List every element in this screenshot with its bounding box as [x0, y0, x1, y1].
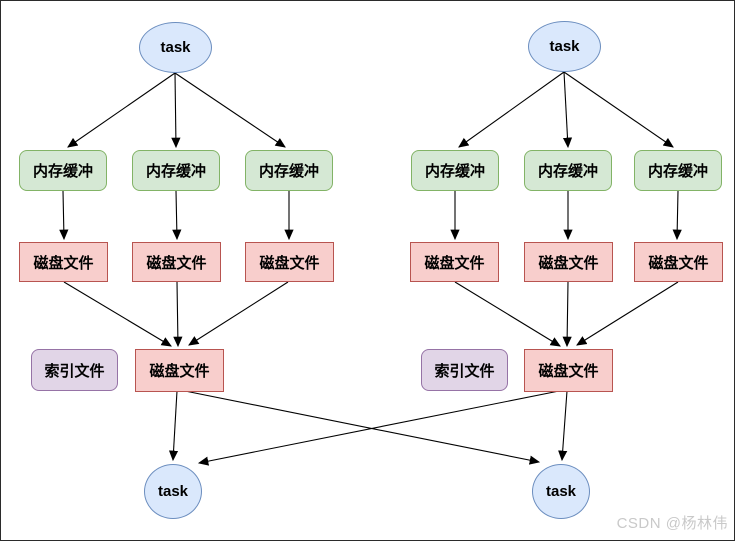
right-index-file-node: 索引文件 [421, 349, 508, 391]
arrow-left-disk-1-to-merged [63, 281, 172, 347]
right-task-bottom-node: task [532, 464, 590, 519]
arrow-left-task-to-buffer-1 [67, 72, 176, 148]
left-disk-file-node-1: 磁盘文件 [19, 242, 108, 282]
arrow-left-disk-2-to-merged [173, 281, 183, 348]
left-task-bottom-node: task [144, 464, 202, 519]
arrow-left-disk-3-to-merged [188, 281, 289, 346]
arrow-right-task-to-buffer-1 [458, 71, 565, 148]
left-memory-buffer-node-2: 内存缓冲 [132, 150, 220, 191]
right-memory-buffer-node-1: 内存缓冲 [411, 150, 499, 191]
csdn-watermark: CSDN @杨林伟 [616, 515, 728, 532]
arrow-right-task-to-buffer-3 [563, 71, 674, 148]
arrow-right-disk-2-to-merged [562, 281, 572, 348]
right-disk-file-node-2: 磁盘文件 [524, 242, 613, 282]
arrow-right-merged-to-left-task [197, 390, 560, 466]
right-disk-file-node-1: 磁盘文件 [410, 242, 499, 282]
arrow-left-buffer-2-to-disk-2 [172, 190, 182, 241]
arrow-left-merged-to-right-task [184, 390, 541, 465]
left-merged-disk-file-node: 磁盘文件 [135, 349, 224, 392]
arrow-left-task-to-buffer-2 [171, 72, 181, 149]
right-memory-buffer-node-2: 内存缓冲 [524, 150, 612, 191]
right-task-top-node: task [528, 21, 601, 72]
arrow-right-merged-to-right-task [558, 390, 568, 462]
left-memory-buffer-node-3: 内存缓冲 [245, 150, 333, 191]
left-disk-file-node-2: 磁盘文件 [132, 242, 221, 282]
left-task-top-node: task [139, 22, 212, 73]
arrow-left-task-to-buffer-3 [174, 72, 286, 148]
arrow-right-buffer-3-to-disk-3 [672, 190, 682, 241]
arrow-right-disk-3-to-merged [576, 281, 679, 346]
arrow-right-task-to-buffer-2 [562, 71, 573, 149]
arrow-left-buffer-1-to-disk-1 [59, 190, 69, 241]
left-memory-buffer-node-1: 内存缓冲 [19, 150, 107, 191]
left-index-file-node: 索引文件 [31, 349, 118, 391]
right-memory-buffer-node-3: 内存缓冲 [634, 150, 722, 191]
arrow-right-disk-1-to-merged [454, 281, 561, 347]
right-disk-file-node-3: 磁盘文件 [634, 242, 723, 282]
left-disk-file-node-3: 磁盘文件 [245, 242, 334, 282]
right-merged-disk-file-node: 磁盘文件 [524, 349, 613, 392]
arrow-left-merged-to-left-task [168, 390, 179, 462]
